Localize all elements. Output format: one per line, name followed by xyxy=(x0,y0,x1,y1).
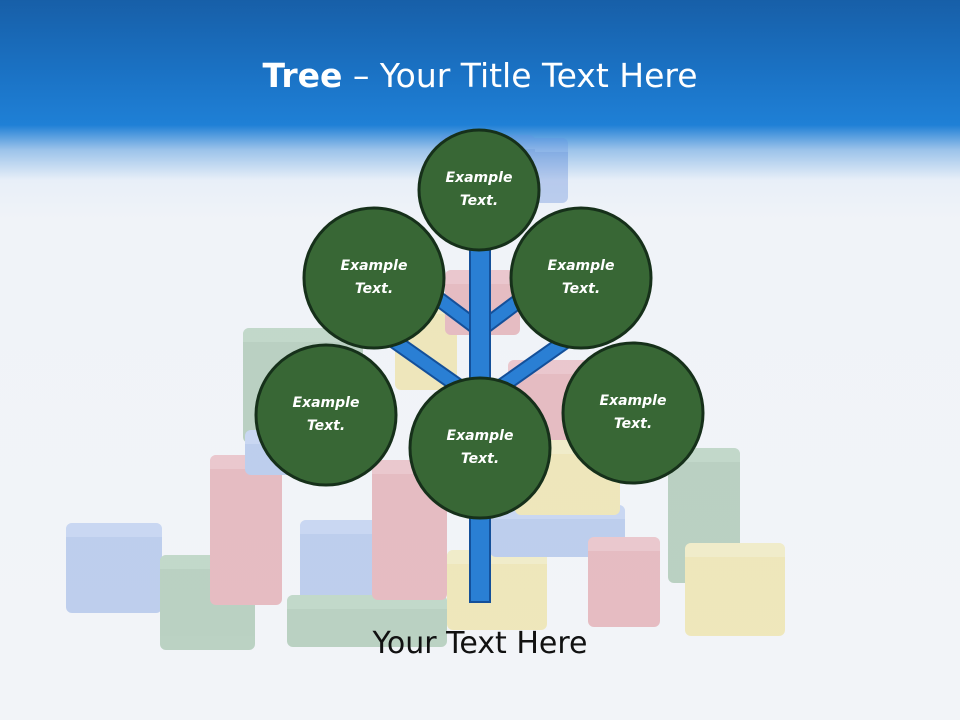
node-label-line2: Text. xyxy=(459,193,499,209)
footer-text: Your Text Here xyxy=(372,626,588,661)
tree-nodes xyxy=(254,128,705,520)
node-center-circle xyxy=(408,376,552,520)
yellow-block xyxy=(685,543,785,636)
node-lower-left-circle xyxy=(254,343,398,487)
node-label-line2: Text. xyxy=(613,416,653,432)
node-label-line2: Text. xyxy=(306,418,346,434)
red-block xyxy=(210,455,282,605)
node-label-line1: Example xyxy=(445,170,513,186)
node-label-line2: Text. xyxy=(460,451,500,467)
title-rest: Your Title Text Here xyxy=(379,56,698,95)
blue-block xyxy=(300,520,392,615)
green-block xyxy=(287,595,447,647)
node-lower-right-circle xyxy=(561,341,705,485)
node-label-line1: Example xyxy=(340,258,408,274)
node-upper-left-circle xyxy=(302,206,446,350)
green-block xyxy=(668,448,740,583)
red-block xyxy=(588,537,660,627)
green-block xyxy=(160,555,255,650)
title-separator: – xyxy=(342,56,380,95)
node-label-line2: Text. xyxy=(354,281,394,297)
blue-block xyxy=(490,505,625,557)
node-label-line1: Example xyxy=(292,395,360,411)
node-label-line2: Text. xyxy=(561,281,601,297)
node-label-line1: Example xyxy=(446,428,514,444)
node-label-line1: Example xyxy=(599,393,667,409)
slide-title: Tree – Your Title Text Here xyxy=(0,52,960,100)
title-bold-word: Tree xyxy=(262,56,343,95)
node-label-line1: Example xyxy=(547,258,615,274)
blue-block xyxy=(66,523,162,613)
node-top-circle xyxy=(417,128,541,252)
yellow-block xyxy=(447,550,547,630)
node-upper-right-circle xyxy=(509,206,653,350)
